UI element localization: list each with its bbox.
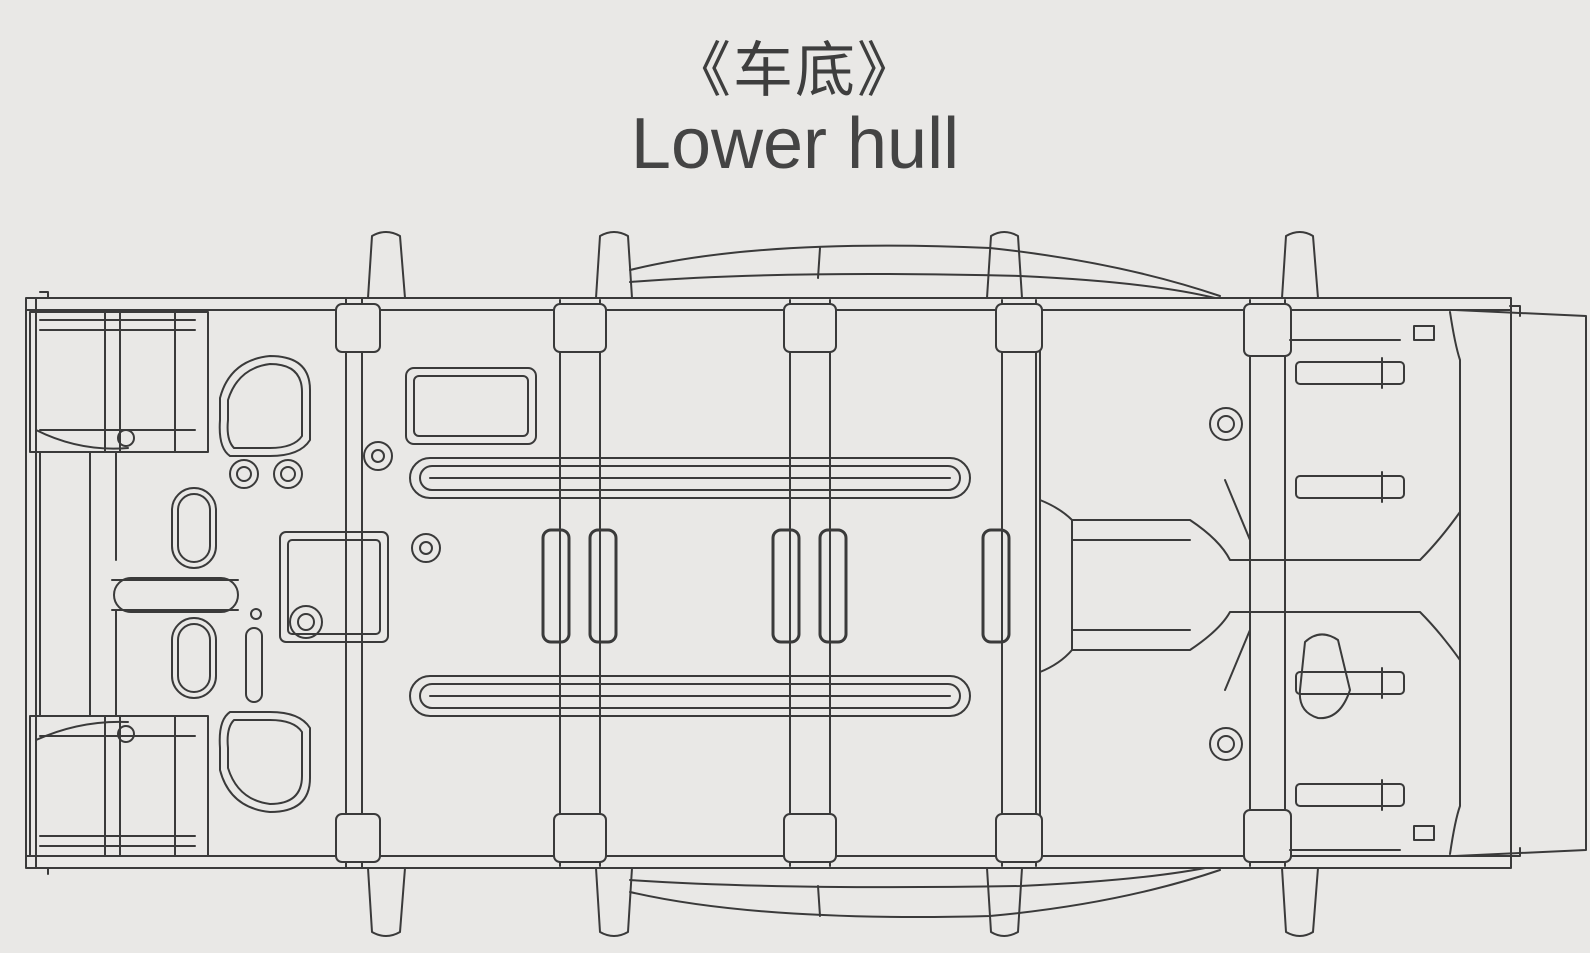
title-chinese: 《车底》 xyxy=(671,36,919,106)
front-boxes xyxy=(30,312,208,856)
suspension-arms-top xyxy=(368,232,1318,298)
center-box xyxy=(112,532,388,702)
suspension-arms-bottom xyxy=(368,868,1318,936)
side-fairings xyxy=(630,246,1220,917)
hull-outline xyxy=(26,292,1520,874)
vertical-ribs xyxy=(336,300,1291,866)
vertical-slots xyxy=(543,530,1009,642)
inspection-hatches xyxy=(172,356,536,812)
torsion-channels xyxy=(410,458,970,716)
rear-brackets xyxy=(1296,358,1404,810)
rear-drive-section xyxy=(1040,340,1460,850)
drain-plugs xyxy=(230,408,1242,760)
rear-plate xyxy=(1414,310,1586,856)
title-english: Lower hull xyxy=(630,104,960,184)
